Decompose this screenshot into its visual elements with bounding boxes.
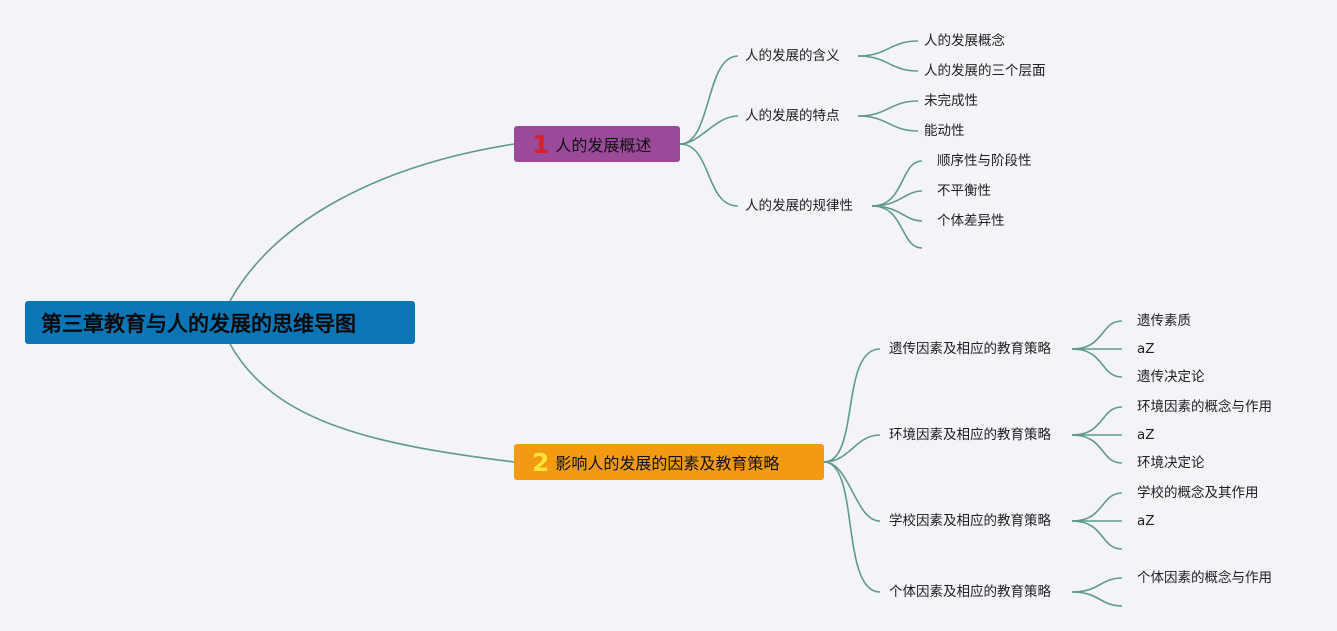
leaf-b1-1-1[interactable]: 人的发展概念 xyxy=(924,33,1005,49)
connector-b2-c3-l1 xyxy=(1071,492,1123,522)
connector-b1-c2-l1 xyxy=(857,100,919,117)
connector-b1-c3-l2 xyxy=(871,190,923,207)
leaf-b1-3-1[interactable]: 顺序性与阶段性 xyxy=(937,153,1032,169)
connector-b2-c4 xyxy=(823,461,881,593)
subtopic-b2-4[interactable]: 个体因素及相应的教育策略 xyxy=(889,584,1051,600)
leaf-b2-4-1[interactable]: 个体因素的概念与作用 xyxy=(1137,570,1272,586)
leaf-b2-1-3[interactable]: 遗传决定论 xyxy=(1137,369,1205,385)
leaf-b1-2-2[interactable]: 能动性 xyxy=(924,123,965,139)
branch-topic-1[interactable]: 1 人的发展概述 xyxy=(514,126,680,162)
leaf-b2-1-2[interactable]: aZ xyxy=(1137,341,1155,357)
connector-b1-c3 xyxy=(679,143,739,207)
leaf-b2-1-1[interactable]: 遗传素质 xyxy=(1137,313,1191,329)
connector-b2-c2-l3 xyxy=(1071,434,1123,464)
connector-b2-c3-l3 xyxy=(1071,520,1123,550)
leaf-b1-3-3[interactable]: 个体差异性 xyxy=(937,213,1005,229)
connector-b2-c1-l3 xyxy=(1071,348,1123,378)
subtopic-b2-3[interactable]: 学校因素及相应的教育策略 xyxy=(889,513,1051,529)
branch-number-2: 2 xyxy=(532,447,550,477)
connector-b1-c2-l2 xyxy=(857,115,919,132)
subtopic-b1-3[interactable]: 人的发展的规律性 xyxy=(745,198,853,214)
leaf-b2-2-3[interactable]: 环境决定论 xyxy=(1137,455,1205,471)
connector-b2-c3 xyxy=(823,461,881,522)
connector-b2-c2-l1 xyxy=(1071,406,1123,436)
subtopic-b1-2[interactable]: 人的发展的特点 xyxy=(745,108,840,124)
subtopic-b2-1[interactable]: 遗传因素及相应的教育策略 xyxy=(889,341,1051,357)
branch-number-1: 1 xyxy=(532,129,550,159)
connector-b2-c4-l1 xyxy=(1071,577,1123,593)
leaf-b2-2-2[interactable]: aZ xyxy=(1137,427,1155,443)
connector-b2-c1-l1 xyxy=(1071,320,1123,350)
connector-b1-c3-l4 xyxy=(871,205,923,249)
connector-b1-c2 xyxy=(679,115,739,145)
connector-b1-c1 xyxy=(679,55,739,145)
connector-b2-c2 xyxy=(823,434,881,463)
leaf-b2-3-1[interactable]: 学校的概念及其作用 xyxy=(1137,485,1259,501)
subtopic-b2-2[interactable]: 环境因素及相应的教育策略 xyxy=(889,427,1051,443)
connector-b1-c1-l1 xyxy=(857,40,919,57)
leaf-b2-2-1[interactable]: 环境因素的概念与作用 xyxy=(1137,399,1272,415)
connector-b1-c1-l2 xyxy=(857,55,919,72)
branch-label-2: 影响人的发展的因素及教育策略 xyxy=(555,454,780,473)
subtopic-b1-1[interactable]: 人的发展的含义 xyxy=(745,48,840,64)
root-topic[interactable]: 第三章教育与人的发展的思维导图 xyxy=(25,301,415,344)
connector-root-branch1 xyxy=(229,143,515,302)
leaf-b2-3-2[interactable]: aZ xyxy=(1137,513,1155,529)
root-topic-label: 第三章教育与人的发展的思维导图 xyxy=(41,311,356,336)
connector-b2-c1 xyxy=(823,348,881,463)
branch-label-1: 人的发展概述 xyxy=(555,136,652,155)
leaf-b1-1-2[interactable]: 人的发展的三个层面 xyxy=(924,63,1046,79)
connector-b2-c4-l2 xyxy=(1071,591,1123,607)
leaf-b1-3-2[interactable]: 不平衡性 xyxy=(937,183,991,199)
connector-b1-c3-l1 xyxy=(871,160,923,207)
connector-root-branch2 xyxy=(229,343,515,463)
leaf-b1-2-1[interactable]: 未完成性 xyxy=(924,93,978,109)
branch-topic-2[interactable]: 2 影响人的发展的因素及教育策略 xyxy=(514,444,824,480)
